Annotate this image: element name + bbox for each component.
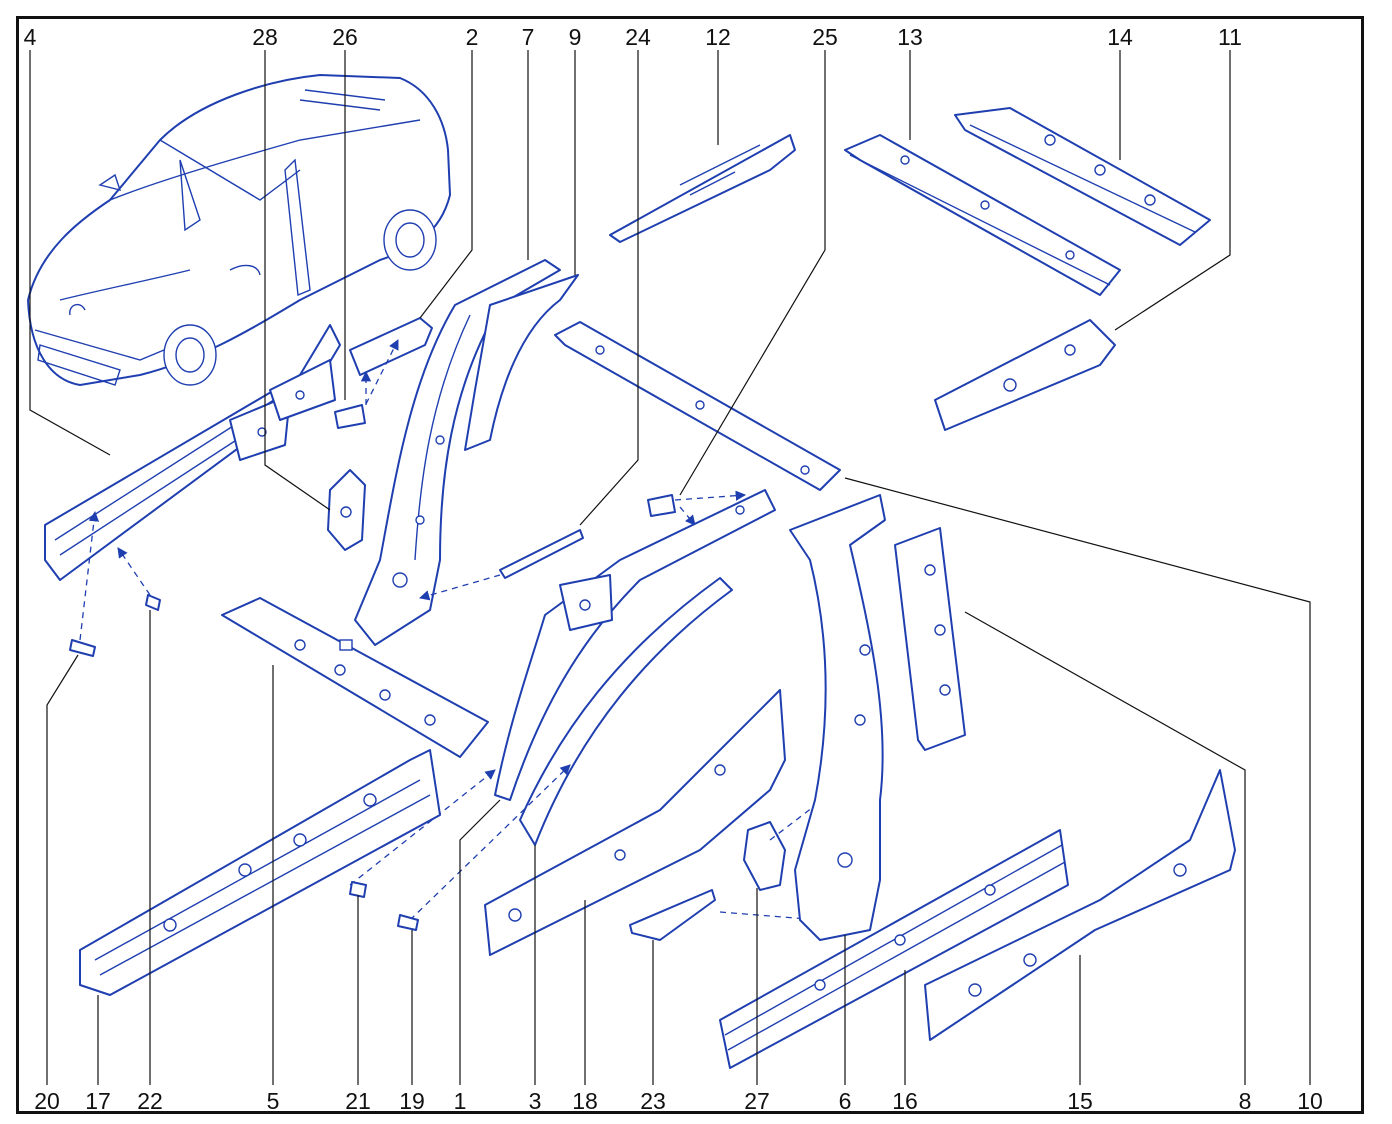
callout-25: 25 <box>812 24 838 50</box>
part-6-b-pillar <box>789 494 886 941</box>
callout-19: 19 <box>399 1088 425 1114</box>
part-13-roof-cross-member <box>844 134 1121 296</box>
callout-5: 5 <box>266 1088 280 1114</box>
callout-16: 16 <box>892 1088 918 1114</box>
part-1-roof-side-inner <box>349 489 776 886</box>
part-26-2-brackets <box>334 317 433 429</box>
callout-12: 12 <box>705 24 731 50</box>
callout-28: 28 <box>252 24 278 50</box>
callout-1: 1 <box>453 1088 467 1114</box>
callout-9: 9 <box>568 24 582 50</box>
part-24-rod <box>419 529 584 601</box>
callout-11: 11 <box>1218 24 1242 50</box>
part-7-a-pillar <box>354 259 561 646</box>
callout-20: 20 <box>34 1088 60 1114</box>
part-5-floor-cross-member <box>221 597 489 758</box>
part-17-sill-left <box>79 749 441 996</box>
callout-6: 6 <box>838 1088 852 1114</box>
small-fasteners <box>69 510 419 931</box>
leader-lines <box>29 50 1311 1085</box>
callout-13: 13 <box>897 24 923 50</box>
callout-21: 21 <box>345 1088 371 1114</box>
callout-3: 3 <box>528 1088 542 1114</box>
part-18-lower-pillar <box>484 689 786 956</box>
callout-22: 22 <box>137 1088 163 1114</box>
part-9-pillar-reinforcement <box>464 274 579 451</box>
part-25-bracket <box>647 490 747 526</box>
callout-23: 23 <box>640 1088 666 1114</box>
callout-26: 26 <box>332 24 358 50</box>
callout-4: 4 <box>23 24 37 50</box>
part-4-roof-side-rail <box>44 324 341 581</box>
part-11-rear-roof-bracket <box>934 319 1116 431</box>
part-16-sill-right <box>719 829 1069 1069</box>
callout-8: 8 <box>1238 1088 1252 1114</box>
part-27-plate <box>743 787 839 891</box>
callout-27: 27 <box>744 1088 770 1114</box>
callout-7: 7 <box>521 24 535 50</box>
callout-18: 18 <box>572 1088 598 1114</box>
part-8-b-pillar-inner <box>894 527 966 751</box>
part-14-roof-cross-member-rear <box>954 107 1211 246</box>
part-3-pillar-lower-inner <box>409 577 733 921</box>
part-23-rod <box>629 889 822 941</box>
callout-24: 24 <box>625 24 651 50</box>
callout-14: 14 <box>1107 24 1133 50</box>
callout-15: 15 <box>1067 1088 1093 1114</box>
callout-2: 2 <box>465 24 479 50</box>
part-10-cross-member <box>554 321 841 491</box>
callout-10: 10 <box>1297 1088 1323 1114</box>
part-15-rear-quarter-lower <box>924 769 1236 1041</box>
callout-17: 17 <box>85 1088 111 1114</box>
